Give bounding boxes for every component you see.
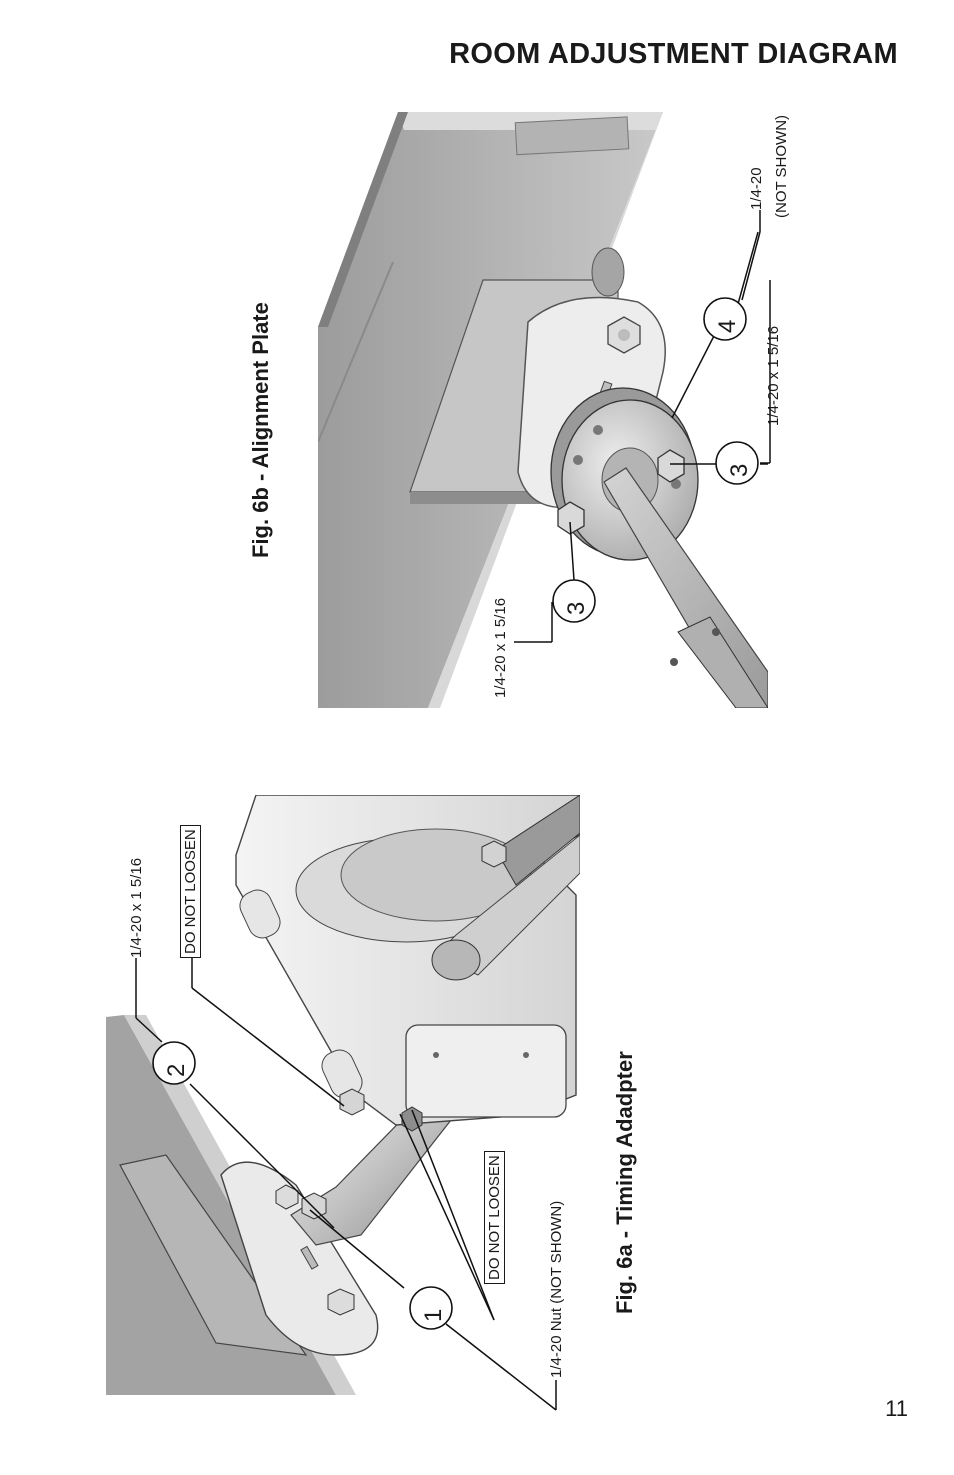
- callout-1-leaders: [309, 1110, 557, 1411]
- do-not-loosen-bottom: DO NOT LOOSEN: [484, 1151, 505, 1284]
- callout-3-right-circle: [715, 441, 759, 485]
- fig-6a-caption: Fig. 6a - Timing Adadpter: [612, 1051, 637, 1314]
- fig-6b-illustration: [318, 112, 768, 708]
- callout-4-circle: [703, 297, 747, 341]
- callout-3-right-leader: [760, 280, 771, 464]
- callout-3-left-label: 1/4-20 x 1 5/16: [492, 597, 509, 698]
- callout-2-leaders: [135, 958, 345, 1229]
- callout-4-sublabel: (NOT SHOWN): [773, 114, 790, 218]
- callout-3-right-label: 1/4-20 x 1 5/16: [765, 325, 782, 426]
- do-not-loosen-top: DO NOT LOOSEN: [180, 825, 201, 958]
- callout-1-circle: [409, 1286, 453, 1330]
- callout-3-left-circle: [552, 579, 596, 623]
- callout-3-left-leader: [514, 602, 553, 643]
- callout-4-label: 1/4-20: [748, 167, 765, 210]
- callout-1-label: 1/4-20 Nut (NOT SHOWN): [548, 1200, 565, 1378]
- fig-6a-illustration: [106, 795, 580, 1395]
- callout-2-number: 2: [163, 1063, 190, 1077]
- callout-2-label: 1/4-20 x 1 5/16: [128, 857, 145, 958]
- callout-1-number: 1: [420, 1308, 447, 1322]
- callout-4-number: 4: [714, 319, 741, 333]
- callout-4-leader: [741, 210, 761, 301]
- fig-6b-caption: Fig. 6b - Alignment Plate: [248, 302, 273, 558]
- callout-2-circle: [152, 1041, 196, 1085]
- page-number: 11: [885, 1396, 908, 1421]
- page-title: ROOM ADJUSTMENT DIAGRAM: [449, 38, 898, 70]
- callout-3-left-number: 3: [563, 601, 590, 615]
- callout-3-right-number: 3: [726, 463, 753, 477]
